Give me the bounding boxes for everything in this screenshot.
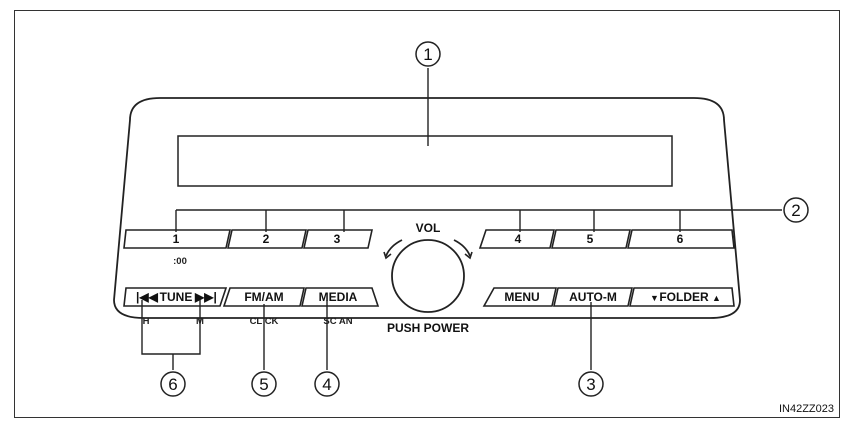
preset-button-row: 1 2 3 4 5 6 :00 [123, 229, 735, 267]
preset-button-5[interactable] [551, 229, 631, 249]
folder-label: FOLDER [659, 290, 709, 304]
svg-text:1: 1 [423, 45, 432, 64]
push-power-label: PUSH POWER [387, 321, 469, 335]
volume-knob[interactable] [391, 239, 465, 313]
callout-2: 2 [783, 197, 809, 223]
media-label: MEDIA [319, 290, 358, 304]
preset-button-3[interactable] [303, 229, 373, 249]
folder-down-arrow-icon: ▼ [650, 293, 659, 303]
fmam-label: FM/AM [244, 290, 283, 304]
svg-text:3: 3 [586, 375, 595, 394]
display-screen [177, 135, 673, 187]
preset-sublabel-clock: :00 [173, 256, 187, 267]
vol-label: VOL [416, 221, 441, 235]
preset-label-4: 4 [515, 232, 522, 246]
vol-down-arrow-icon [385, 239, 403, 257]
svg-text:4: 4 [322, 375, 331, 394]
media-sublabel-scan: SC AN [323, 316, 352, 327]
vol-up-arrowhead-icon [464, 251, 473, 260]
left-button-row: |◀◀ TUNE ▶▶| FM/AM MEDIA H M CL CK SC AN [123, 287, 380, 327]
svg-text:6: 6 [168, 375, 177, 394]
tune-sublabel-h: H [143, 316, 150, 327]
preset-button-6[interactable] [627, 229, 735, 249]
right-button-row: MENU AUTO-M ▼ FOLDER ▲ [482, 287, 735, 307]
menu-label: MENU [504, 290, 539, 304]
preset-button-1[interactable] [123, 229, 231, 249]
seek-back-icon: |◀◀ [136, 290, 159, 304]
preset-label-3: 3 [334, 232, 341, 246]
figure-id: IN42ZZ023 [779, 403, 834, 415]
media-button[interactable] [301, 287, 380, 307]
callout-5: 5 [251, 371, 277, 397]
callout-4: 4 [314, 371, 340, 397]
preset-label-5: 5 [587, 232, 594, 246]
svg-text:5: 5 [259, 375, 268, 394]
callout-3: 3 [578, 371, 604, 397]
vol-down-arrowhead-icon [383, 251, 392, 260]
svg-text:2: 2 [791, 201, 800, 220]
tune-label: TUNE [160, 290, 193, 304]
preset-button-4[interactable] [478, 229, 555, 249]
callout-1: 1 [415, 41, 441, 67]
folder-button[interactable] [629, 287, 735, 307]
fmam-button[interactable] [222, 287, 305, 307]
callout-6: 6 [160, 371, 186, 397]
preset-label-1: 1 [173, 232, 180, 246]
figure-frame [14, 10, 840, 418]
folder-up-arrow-icon: ▲ [712, 293, 721, 303]
preset-label-2: 2 [263, 232, 270, 246]
preset-label-6: 6 [677, 232, 684, 246]
vol-up-arrow-icon [453, 239, 471, 257]
menu-button[interactable] [482, 287, 557, 307]
volume-knob-group: VOL PUSH POWER [383, 221, 473, 335]
preset-button-2[interactable] [227, 229, 307, 249]
seek-forward-icon: ▶▶| [194, 290, 217, 304]
auto-m-button[interactable] [553, 287, 633, 307]
auto-m-label: AUTO-M [569, 290, 617, 304]
callout-leaders [141, 68, 782, 370]
